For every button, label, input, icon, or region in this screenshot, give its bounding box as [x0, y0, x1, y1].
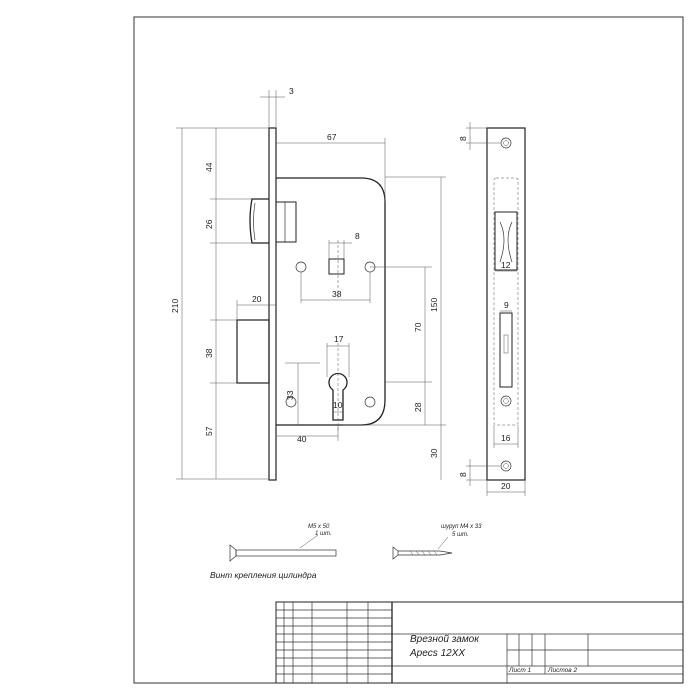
front-view-dimensions: 8 8 12 9 16 20 — [458, 122, 526, 496]
fasteners: M5 x 50 1 шт. Винт крепления цилиндра шу… — [210, 524, 482, 580]
title-block: Врезной замок Apecs 12XX Лист 1 Листов 2 — [275, 601, 684, 684]
face-plate-front — [486, 127, 526, 481]
dim-16: 16 — [501, 433, 511, 443]
wood-screw: шуруп М4 x 33 5 шт. — [392, 524, 482, 560]
sheet-label: Лист 1 — [508, 667, 532, 674]
side-view-dimensions: 3 67 210 44 26 38 57 20 8 38 — [170, 86, 446, 480]
cylinder-keyhole — [328, 372, 348, 421]
screw-caption: Винт крепления цилиндра — [210, 570, 317, 580]
fixing-hole — [295, 261, 307, 273]
dim-28: 28 — [413, 402, 423, 412]
fixing-hole — [285, 396, 297, 408]
dim-12: 12 — [501, 260, 511, 270]
latch-opening — [494, 211, 518, 271]
wood-screw-qty: 5 шт. — [452, 532, 469, 538]
face-plate — [268, 127, 277, 481]
dim-20-bolt: 20 — [252, 294, 262, 304]
dim-30: 30 — [429, 448, 439, 458]
dim-8-bottom: 8 — [458, 472, 468, 477]
dim-26: 26 — [204, 219, 214, 229]
dim-8-top: 8 — [458, 136, 468, 141]
cylinder-screw: M5 x 50 1 шт. Винт крепления цилиндра — [210, 524, 337, 580]
dim-17: 17 — [334, 334, 344, 344]
wood-screw-label: шуруп М4 x 33 — [441, 524, 482, 530]
screw-label: M5 x 50 — [308, 524, 330, 530]
title-line-2: Apecs 12XX — [409, 648, 465, 659]
dim-8-square: 8 — [355, 231, 360, 241]
dim-9: 9 — [504, 300, 509, 310]
bolt-opening — [499, 312, 513, 388]
lock-side-view — [236, 127, 386, 481]
dim-3: 3 — [289, 86, 294, 96]
dim-57: 57 — [204, 426, 214, 436]
dim-38-holes: 38 — [332, 289, 342, 299]
drawing-frame — [133, 16, 684, 684]
title-line-1: Врезной замок — [410, 634, 480, 645]
dim-10: 10 — [333, 400, 343, 410]
dim-70: 70 — [413, 322, 423, 332]
plate-screw-hole — [500, 460, 512, 472]
dim-67: 67 — [327, 132, 337, 142]
fixing-hole — [364, 396, 376, 408]
lock-case — [276, 177, 386, 426]
screw-qty: 1 шт. — [315, 531, 332, 537]
dim-44: 44 — [204, 162, 214, 172]
dim-210: 210 — [170, 299, 180, 313]
dim-40: 40 — [297, 434, 307, 444]
spindle-square — [328, 258, 345, 275]
plate-screw-hole — [500, 395, 512, 407]
dim-38-bolt: 38 — [204, 348, 214, 358]
dead-bolt — [236, 319, 270, 384]
face-plate-front-view — [486, 127, 526, 481]
plate-screw-hole — [500, 137, 512, 149]
dim-33: 33 — [285, 390, 295, 400]
dim-150: 150 — [429, 298, 439, 312]
sheets-label: Листов 2 — [547, 667, 577, 674]
dim-20-plate: 20 — [501, 481, 511, 491]
